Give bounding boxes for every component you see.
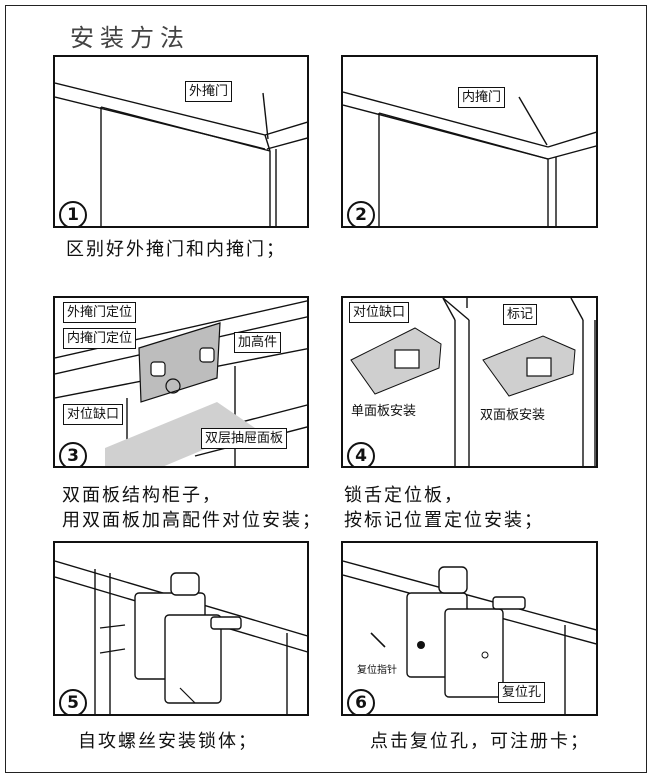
label-inset-door: 内掩门 <box>458 87 506 108</box>
caption-step-5: 自攻螺丝安装锁体； <box>78 731 258 752</box>
step-number-1: 1 <box>59 201 87 226</box>
label-alignment-notch: 对位缺口 <box>63 404 124 425</box>
label-riser-part: 加高件 <box>234 332 282 353</box>
label-mark: 标记 <box>503 304 538 325</box>
strike-plate-illustration <box>350 298 596 466</box>
panel-step-6: 复位指针 复位孔 6 <box>341 541 598 716</box>
caption-step-4-line-1: 锁舌定位板， <box>344 485 464 506</box>
panel-step-3: 外掩门定位 内掩门定位 加高件 对位缺口 双层抽屉面板 3 <box>53 296 309 468</box>
panel-step-1: 外掩门 1 <box>53 55 309 228</box>
caption-step-1: 区别好外掩门和内掩门； <box>66 239 286 260</box>
label-alignment-notch-2: 对位缺口 <box>349 302 410 323</box>
inset-door-illustration <box>343 91 596 226</box>
caption-step-4-line-2: 按标记位置定位安装； <box>344 510 544 531</box>
label-drawer-double-panel: 双层抽屉面板 <box>201 428 288 449</box>
label-outer-door-position: 外掩门定位 <box>63 302 137 323</box>
page-frame <box>5 5 647 773</box>
label-double-panel-install: 双面板安装 <box>480 408 546 423</box>
label-single-panel-install: 单面板安装 <box>351 404 417 419</box>
label-outer-door: 外掩门 <box>185 81 233 102</box>
step-number-4: 4 <box>347 442 375 466</box>
overlay-door-illustration <box>55 82 307 226</box>
label-reset-pin: 复位指针 <box>357 665 397 676</box>
panel-step-4: 对位缺口 标记 单面板安装 双面板安装 4 <box>341 296 598 468</box>
panel-step-5: 5 <box>53 541 309 716</box>
caption-step-3-line-1: 双面板结构柜子， <box>62 485 222 506</box>
caption-step-3-line-2: 用双面板加高配件对位安装； <box>62 510 322 531</box>
label-reset-hole: 复位孔 <box>498 682 546 703</box>
label-inner-door-position: 内掩门定位 <box>63 328 137 349</box>
caption-step-6: 点击复位孔，可注册卡； <box>370 731 590 752</box>
step-number-6: 6 <box>347 689 375 714</box>
reset-hole-illustration <box>343 560 596 714</box>
screw-mount-illustration <box>55 560 307 714</box>
page-title: 安装方法 <box>70 24 190 52</box>
step-number-2: 2 <box>347 201 375 226</box>
step-number-5: 5 <box>59 689 87 714</box>
double-panel-cabinet-illustration <box>55 300 307 466</box>
step-number-3: 3 <box>59 442 87 466</box>
panel-step-2: 内掩门 2 <box>341 55 598 228</box>
